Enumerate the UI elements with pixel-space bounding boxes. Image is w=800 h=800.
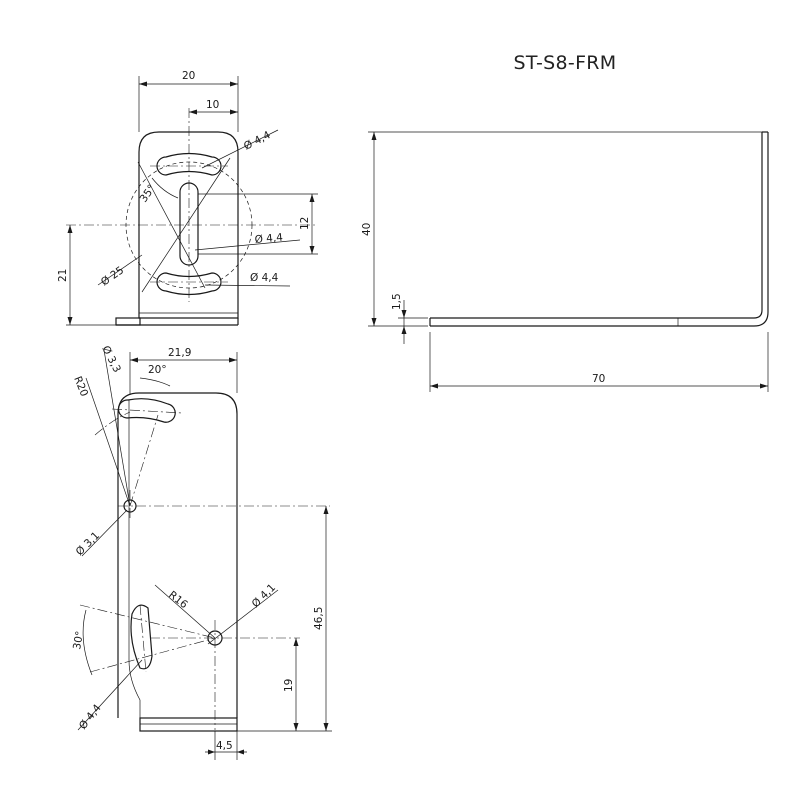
top-slot-upper <box>156 152 222 176</box>
top-plate-outline <box>138 131 239 319</box>
dim-bottom-radius-upper: R20 <box>71 375 90 399</box>
bottom-view: 21,9 Ø 3,3 20° R20 Ø 3,1 R16 Ø 4,1 30° Ø… <box>71 344 332 760</box>
bottom-plate-outline <box>117 392 238 718</box>
dim-top-angle: 35° <box>138 183 159 205</box>
dim-bottom-pivot-lower: Ø 4,1 <box>250 582 279 611</box>
dim-side-length: 70 <box>592 373 605 385</box>
dim-top-hole-upper: Ø 4,4 <box>242 129 273 153</box>
drawing-title: ST-S8-FRM <box>513 52 617 74</box>
dim-top-height: 21 <box>57 269 69 282</box>
dim-bottom-offset: 4,5 <box>216 740 233 752</box>
dim-bottom-angle-lower: 30° <box>71 630 86 650</box>
dim-bottom-slot-upper: Ø 3,3 <box>99 344 123 375</box>
dim-top-circle: Ø 25 <box>99 264 126 288</box>
side-view: 40 1,5 70 <box>361 131 769 392</box>
dim-top-spacing: 12 <box>299 217 311 230</box>
bottom-slot-lower <box>130 604 153 670</box>
dim-bottom-pivot-upper: Ø 3,1 <box>74 530 103 559</box>
dim-bottom-width: 21,9 <box>168 347 191 359</box>
dim-bottom-angle-upper: 20° <box>148 364 167 376</box>
dim-top-half: 10 <box>206 99 219 111</box>
dim-top-hole-mid: Ø 4,4 <box>254 232 284 246</box>
side-leg-outer <box>430 132 769 327</box>
bottom-plate-edge <box>128 400 141 730</box>
dim-side-height: 40 <box>361 223 373 236</box>
dim-bottom-radius-lower: R16 <box>166 589 190 611</box>
top-tab <box>115 317 141 326</box>
dim-top-width: 20 <box>182 70 195 82</box>
dim-bottom-height-pivot: 19 <box>283 679 295 692</box>
top-slot-lower <box>156 272 222 296</box>
dim-bottom-height-total: 46,5 <box>313 607 325 630</box>
top-slot-center <box>179 182 199 266</box>
side-leg-inner <box>430 132 763 319</box>
bottom-tab <box>139 717 238 732</box>
dim-top-hole-lower: Ø 4,4 <box>250 272 279 284</box>
top-view: 20 10 Ø 4,4 Ø 4,4 Ø 4,4 35° Ø 25 12 21 <box>57 70 318 326</box>
dim-side-thickness: 1,5 <box>391 293 403 310</box>
bottom-slot-upper <box>117 398 176 423</box>
